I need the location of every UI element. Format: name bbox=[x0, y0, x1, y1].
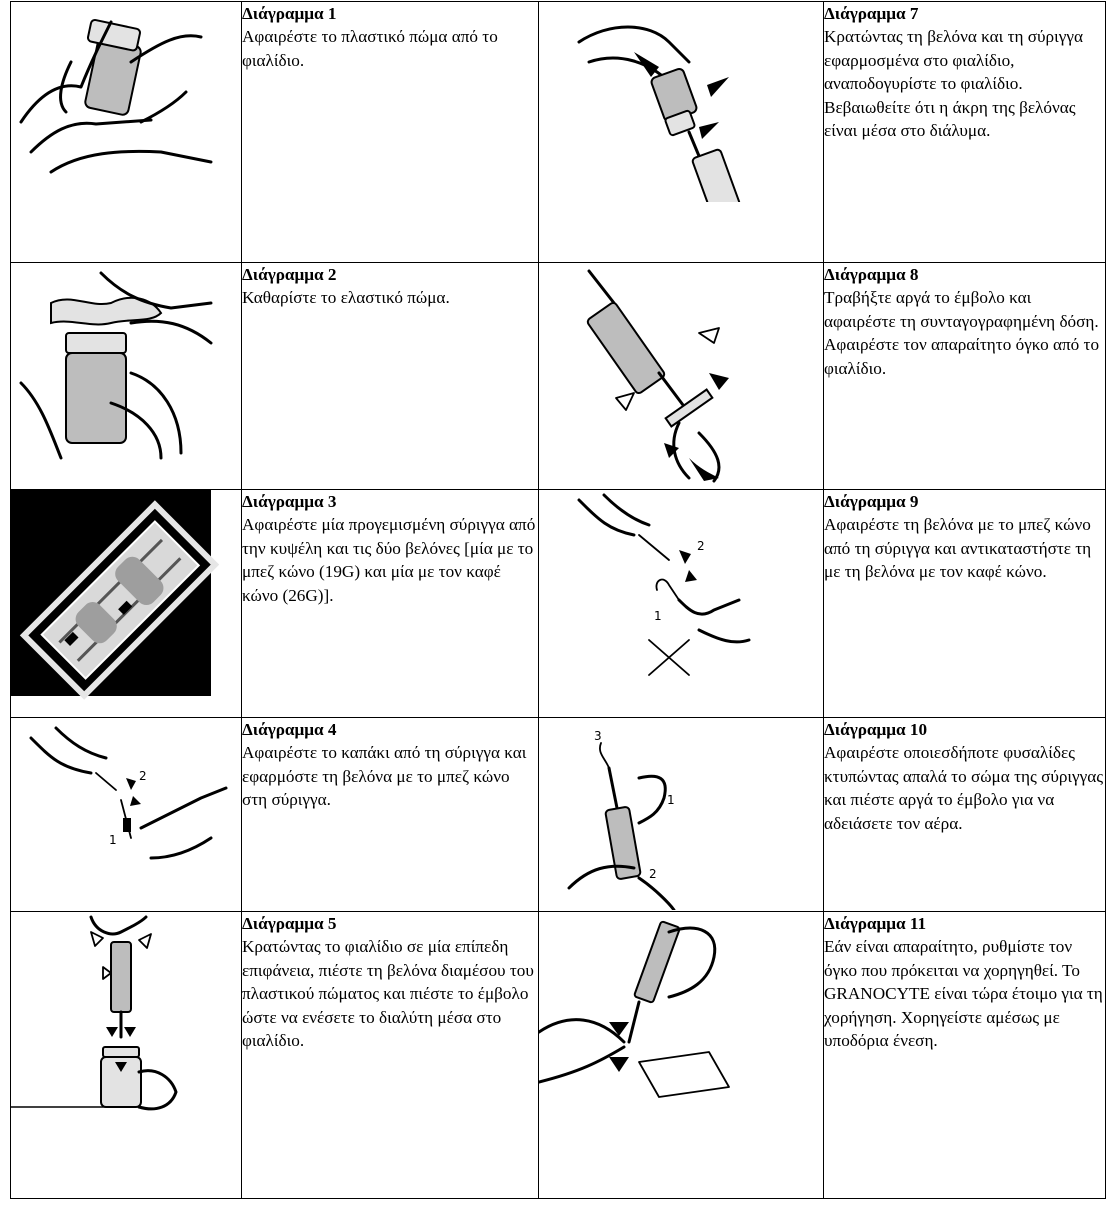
figure-cell bbox=[539, 912, 824, 1199]
step-description: Εάν είναι απαραίτητο, ρυθμίστε τον όγκο … bbox=[824, 935, 1105, 1052]
instructions-table: Διάγραμμα 1 Αφαιρέστε το πλαστικό πώμα α… bbox=[10, 1, 1106, 1199]
table-row: Διάγραμμα 5 Κρατώντας το φιαλίδιο σε μία… bbox=[11, 912, 1106, 1199]
needle-swap-icon: 2 1 bbox=[539, 490, 823, 690]
clean-stopper-icon bbox=[11, 263, 241, 463]
step-title: Διάγραμμα 1 bbox=[242, 2, 538, 25]
step-text-cell: Διάγραμμα 10 Αφαιρέστε οποιεσδήποτε φυσα… bbox=[824, 718, 1106, 912]
table-row: 2 1 Διάγραμμα 4 Αφαιρέστε το καπάκι από … bbox=[11, 718, 1106, 912]
inverted-vial-icon bbox=[539, 2, 823, 202]
table-row: Διάγραμμα 1 Αφαιρέστε το πλαστικό πώμα α… bbox=[11, 2, 1106, 263]
svg-text:3: 3 bbox=[594, 729, 602, 743]
svg-text:2: 2 bbox=[139, 769, 147, 783]
svg-text:2: 2 bbox=[697, 539, 705, 553]
step-description: Τραβήξτε αργά το έμβολο και αφαιρέστε τη… bbox=[824, 286, 1105, 380]
svg-text:1: 1 bbox=[654, 609, 662, 623]
figure-cell bbox=[11, 912, 242, 1199]
withdraw-dose-icon bbox=[539, 263, 823, 483]
figure-cell bbox=[11, 263, 242, 490]
step-text-cell: Διάγραμμα 5 Κρατώντας το φιαλίδιο σε μία… bbox=[242, 912, 539, 1199]
svg-text:1: 1 bbox=[667, 793, 675, 807]
step-title: Διάγραμμα 4 bbox=[242, 718, 538, 741]
figure-cell bbox=[11, 490, 242, 718]
table-row: Διάγραμμα 2 Καθαρίστε το ελαστικό πώμα. bbox=[11, 263, 1106, 490]
step-description: Αφαιρέστε μία προγεμισμένη σύριγγα από τ… bbox=[242, 513, 538, 607]
step-description: Αφαιρέστε οποιεσδήποτε φυσαλίδες κτυπώντ… bbox=[824, 741, 1105, 835]
step-text-cell: Διάγραμμα 7 Κρατώντας τη βελόνα και τη σ… bbox=[824, 2, 1106, 263]
table-row: Διάγραμμα 3 Αφαιρέστε μία προγεμισμένη σ… bbox=[11, 490, 1106, 718]
svg-text:1: 1 bbox=[109, 833, 117, 847]
step-text-cell: Διάγραμμα 4 Αφαιρέστε το καπάκι από τη σ… bbox=[242, 718, 539, 912]
remove-bubbles-icon: 3 1 2 bbox=[539, 718, 823, 910]
step-description: Καθαρίστε το ελαστικό πώμα. bbox=[242, 286, 538, 309]
step-title: Διάγραμμα 9 bbox=[824, 490, 1105, 513]
step-title: Διάγραμμα 10 bbox=[824, 718, 1105, 741]
step-title: Διάγραμμα 8 bbox=[824, 263, 1105, 286]
subcutaneous-injection-icon bbox=[539, 912, 823, 1112]
vial-cap-removal-icon bbox=[11, 2, 241, 182]
step-text-cell: Διάγραμμα 2 Καθαρίστε το ελαστικό πώμα. bbox=[242, 263, 539, 490]
step-description: Αφαιρέστε τη βελόνα με το μπεζ κώνο από … bbox=[824, 513, 1105, 583]
step-description: Κρατώντας το φιαλίδιο σε μία επίπεδη επι… bbox=[242, 935, 538, 1052]
step-title: Διάγραμμα 11 bbox=[824, 912, 1105, 935]
blister-pack-icon bbox=[11, 490, 241, 716]
step-title: Διάγραμμα 2 bbox=[242, 263, 538, 286]
step-description: Κρατώντας τη βελόνα και τη σύριγγα εφαρμ… bbox=[824, 25, 1105, 142]
step-text-cell: Διάγραμμα 1 Αφαιρέστε το πλαστικό πώμα α… bbox=[242, 2, 539, 263]
attach-needle-icon: 2 1 bbox=[11, 718, 241, 878]
step-title: Διάγραμμα 3 bbox=[242, 490, 538, 513]
svg-text:2: 2 bbox=[649, 867, 657, 881]
step-text-cell: Διάγραμμα 11 Εάν είναι απαραίτητο, ρυθμί… bbox=[824, 912, 1106, 1199]
figure-cell: 3 1 2 bbox=[539, 718, 824, 912]
step-description: Αφαιρέστε το καπάκι από τη σύριγγα και ε… bbox=[242, 741, 538, 811]
figure-cell: 2 1 bbox=[11, 718, 242, 912]
figure-cell: 2 1 bbox=[539, 490, 824, 718]
step-text-cell: Διάγραμμα 9 Αφαιρέστε τη βελόνα με το μπ… bbox=[824, 490, 1106, 718]
figure-cell bbox=[539, 263, 824, 490]
step-description: Αφαιρέστε το πλαστικό πώμα από το φιαλίδ… bbox=[242, 25, 538, 72]
figure-cell bbox=[11, 2, 242, 263]
inject-solvent-icon bbox=[11, 912, 241, 1122]
step-title: Διάγραμμα 5 bbox=[242, 912, 538, 935]
step-text-cell: Διάγραμμα 3 Αφαιρέστε μία προγεμισμένη σ… bbox=[242, 490, 539, 718]
figure-cell bbox=[539, 2, 824, 263]
step-title: Διάγραμμα 7 bbox=[824, 2, 1105, 25]
step-text-cell: Διάγραμμα 8 Τραβήξτε αργά το έμβολο και … bbox=[824, 263, 1106, 490]
